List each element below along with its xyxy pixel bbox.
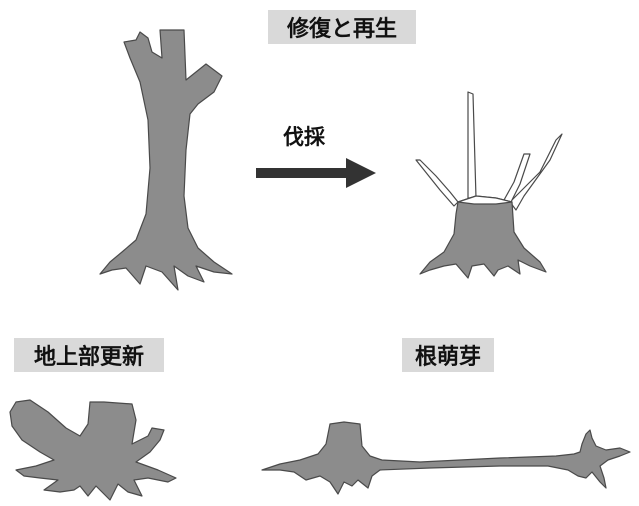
arrow-shape	[256, 158, 376, 188]
above-ground-renewal-stump	[10, 400, 176, 500]
stump-with-sprouts	[416, 92, 562, 278]
title-label: 修復と再生	[268, 10, 416, 44]
root-sprout-text: 根萌芽	[415, 345, 481, 370]
felling-label: 伐採	[283, 125, 326, 149]
above-ground-text: 地上部更新	[34, 344, 144, 370]
felling-arrow: 伐採	[256, 125, 376, 188]
above-ground-label: 地上部更新	[14, 338, 164, 372]
sprout-left	[416, 160, 458, 206]
stump-cut-surface	[458, 196, 512, 204]
sprout-tall	[468, 92, 476, 198]
tree-before-felling	[100, 30, 232, 290]
root-sprouting-group	[262, 422, 630, 494]
stump-after-felling	[420, 196, 546, 278]
root-sprout-stump	[262, 422, 630, 494]
root-sprout-label: 根萌芽	[402, 338, 494, 372]
title-text: 修復と再生	[286, 16, 397, 42]
